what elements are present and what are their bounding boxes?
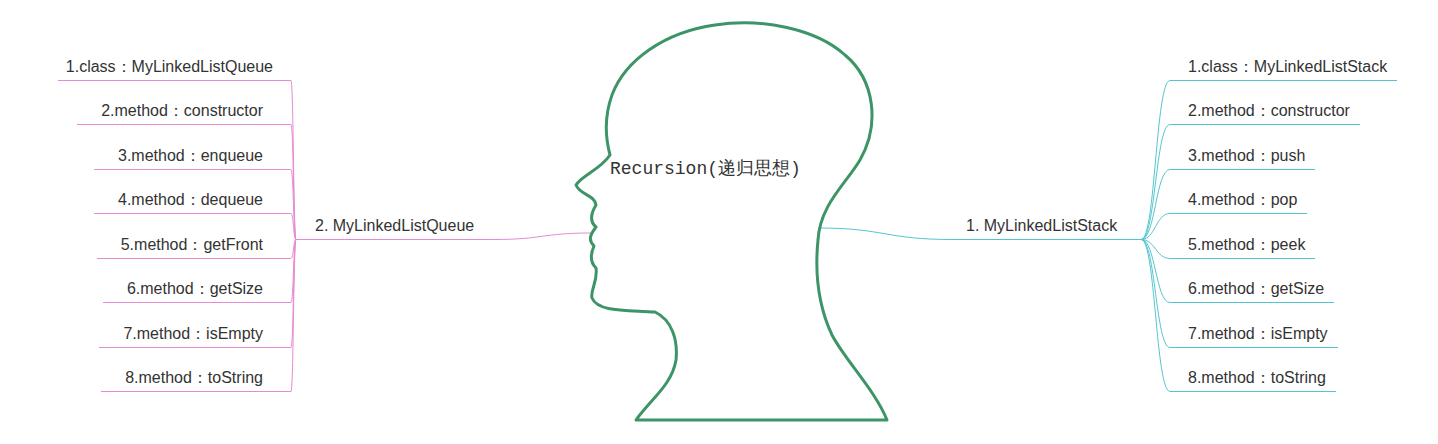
leaf-topic: 7.method：isEmpty bbox=[1170, 324, 1338, 348]
branch-connector bbox=[1141, 125, 1170, 240]
branch-connector bbox=[291, 240, 296, 392]
leaf-topic: 3.method：push bbox=[1170, 146, 1315, 170]
branch-connector bbox=[1141, 240, 1170, 348]
head-outline bbox=[573, 18, 891, 424]
topic-text: 8.method：toString bbox=[1188, 369, 1326, 386]
topic-text: 3.method：push bbox=[1188, 147, 1305, 164]
leaf-topic: 4.method：dequeue bbox=[94, 190, 291, 214]
leaf-topic: 5.method：getFront bbox=[97, 235, 291, 259]
leaf-topic: 2.method：constructor bbox=[1170, 101, 1360, 125]
topic-text: 5.method：getFront bbox=[121, 236, 263, 253]
branch-connector bbox=[1141, 214, 1170, 240]
branch-connector bbox=[1141, 240, 1170, 392]
topic-text: 2.method：constructor bbox=[1188, 102, 1350, 119]
central-topic-text: Recursion(递归思想) bbox=[610, 156, 801, 180]
topic-text: 2. MyLinkedListQueue bbox=[315, 217, 474, 234]
topic-text: 7.method：isEmpty bbox=[1188, 325, 1328, 342]
head-path bbox=[576, 23, 887, 420]
topic-text: 5.method：peek bbox=[1188, 236, 1305, 253]
head-outline-node: Recursion(递归思想) bbox=[573, 18, 891, 424]
branch-connector bbox=[1141, 170, 1170, 240]
topic-text: 7.method：isEmpty bbox=[123, 325, 263, 342]
branch-connector bbox=[1141, 81, 1170, 240]
topic-text: 1.class：MyLinkedListQueue bbox=[66, 58, 273, 75]
topic-text: 3.method：enqueue bbox=[118, 147, 263, 164]
branch-connector bbox=[818, 228, 952, 240]
leaf-topic: 4.method：pop bbox=[1170, 190, 1307, 214]
leaf-topic: 8.method：toString bbox=[101, 368, 291, 392]
branch-topic: 2. MyLinkedListQueue bbox=[296, 216, 494, 240]
leaf-topic: 8.method：toString bbox=[1170, 368, 1336, 392]
leaf-topic: 7.method：isEmpty bbox=[99, 324, 291, 348]
leaf-topic: 3.method：enqueue bbox=[94, 146, 291, 170]
topic-text: 4.method：dequeue bbox=[118, 191, 263, 208]
leaf-topic: 1.class：MyLinkedListStack bbox=[1170, 57, 1397, 81]
leaf-topic: 6.method：getSize bbox=[103, 279, 291, 303]
topic-text: 6.method：getSize bbox=[127, 280, 263, 297]
topic-text: 2.method：constructor bbox=[101, 102, 263, 119]
branch-connector bbox=[494, 233, 591, 240]
branch-topic: 1. MyLinkedListStack bbox=[952, 216, 1141, 240]
topic-text: 6.method：getSize bbox=[1188, 280, 1324, 297]
topic-text: 1. MyLinkedListStack bbox=[966, 217, 1117, 234]
topic-text: 1.class：MyLinkedListStack bbox=[1188, 58, 1387, 75]
leaf-topic: 2.method：constructor bbox=[77, 101, 291, 125]
topic-text: 8.method：toString bbox=[125, 369, 263, 386]
topic-text: 4.method：pop bbox=[1188, 191, 1297, 208]
leaf-topic: 1.class：MyLinkedListQueue bbox=[58, 57, 291, 81]
leaf-topic: 6.method：getSize bbox=[1170, 279, 1334, 303]
leaf-topic: 5.method：peek bbox=[1170, 235, 1315, 259]
